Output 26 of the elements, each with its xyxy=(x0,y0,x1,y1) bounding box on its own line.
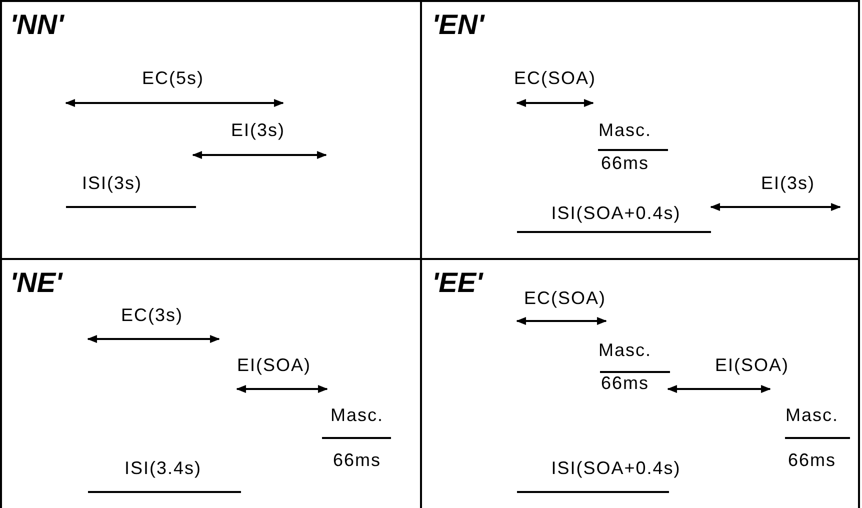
timing-label: EI(SOA) xyxy=(714,355,789,375)
timing-label: EC(SOA) xyxy=(524,288,606,308)
timing-label: EI(3s) xyxy=(760,173,815,193)
timing-label: Masc. xyxy=(785,405,838,425)
timing-label: EI(SOA) xyxy=(236,355,311,375)
panel-frame xyxy=(0,0,422,260)
timing-label: Masc. xyxy=(598,340,652,360)
timing-label: 66ms xyxy=(600,373,649,393)
timing-label: EC(3s) xyxy=(120,305,183,325)
timing-label: 66ms xyxy=(332,450,381,470)
timing-label: ISI(3.4s) xyxy=(124,458,202,478)
panel-frame xyxy=(420,0,860,260)
timing-label: Masc. xyxy=(598,120,652,140)
timing-label: EI(3s) xyxy=(230,120,285,140)
timing-label: EC(SOA) xyxy=(514,68,596,88)
panel-title: 'EN' xyxy=(432,10,484,40)
panel-title: 'EE' xyxy=(432,268,483,298)
timing-label: 66ms xyxy=(788,450,836,470)
timing-label: EC(5s) xyxy=(142,68,204,88)
timing-label: ISI(SOA+0.4s) xyxy=(551,203,681,223)
timing-label: 66ms xyxy=(600,153,649,173)
panel-title: 'NE' xyxy=(10,268,62,298)
timing-label: ISI(SOA+0.4s) xyxy=(551,458,681,478)
panel-title: 'NN' xyxy=(10,10,64,40)
timing-label: Masc. xyxy=(330,405,384,425)
timing-label: ISI(3s) xyxy=(82,173,142,193)
